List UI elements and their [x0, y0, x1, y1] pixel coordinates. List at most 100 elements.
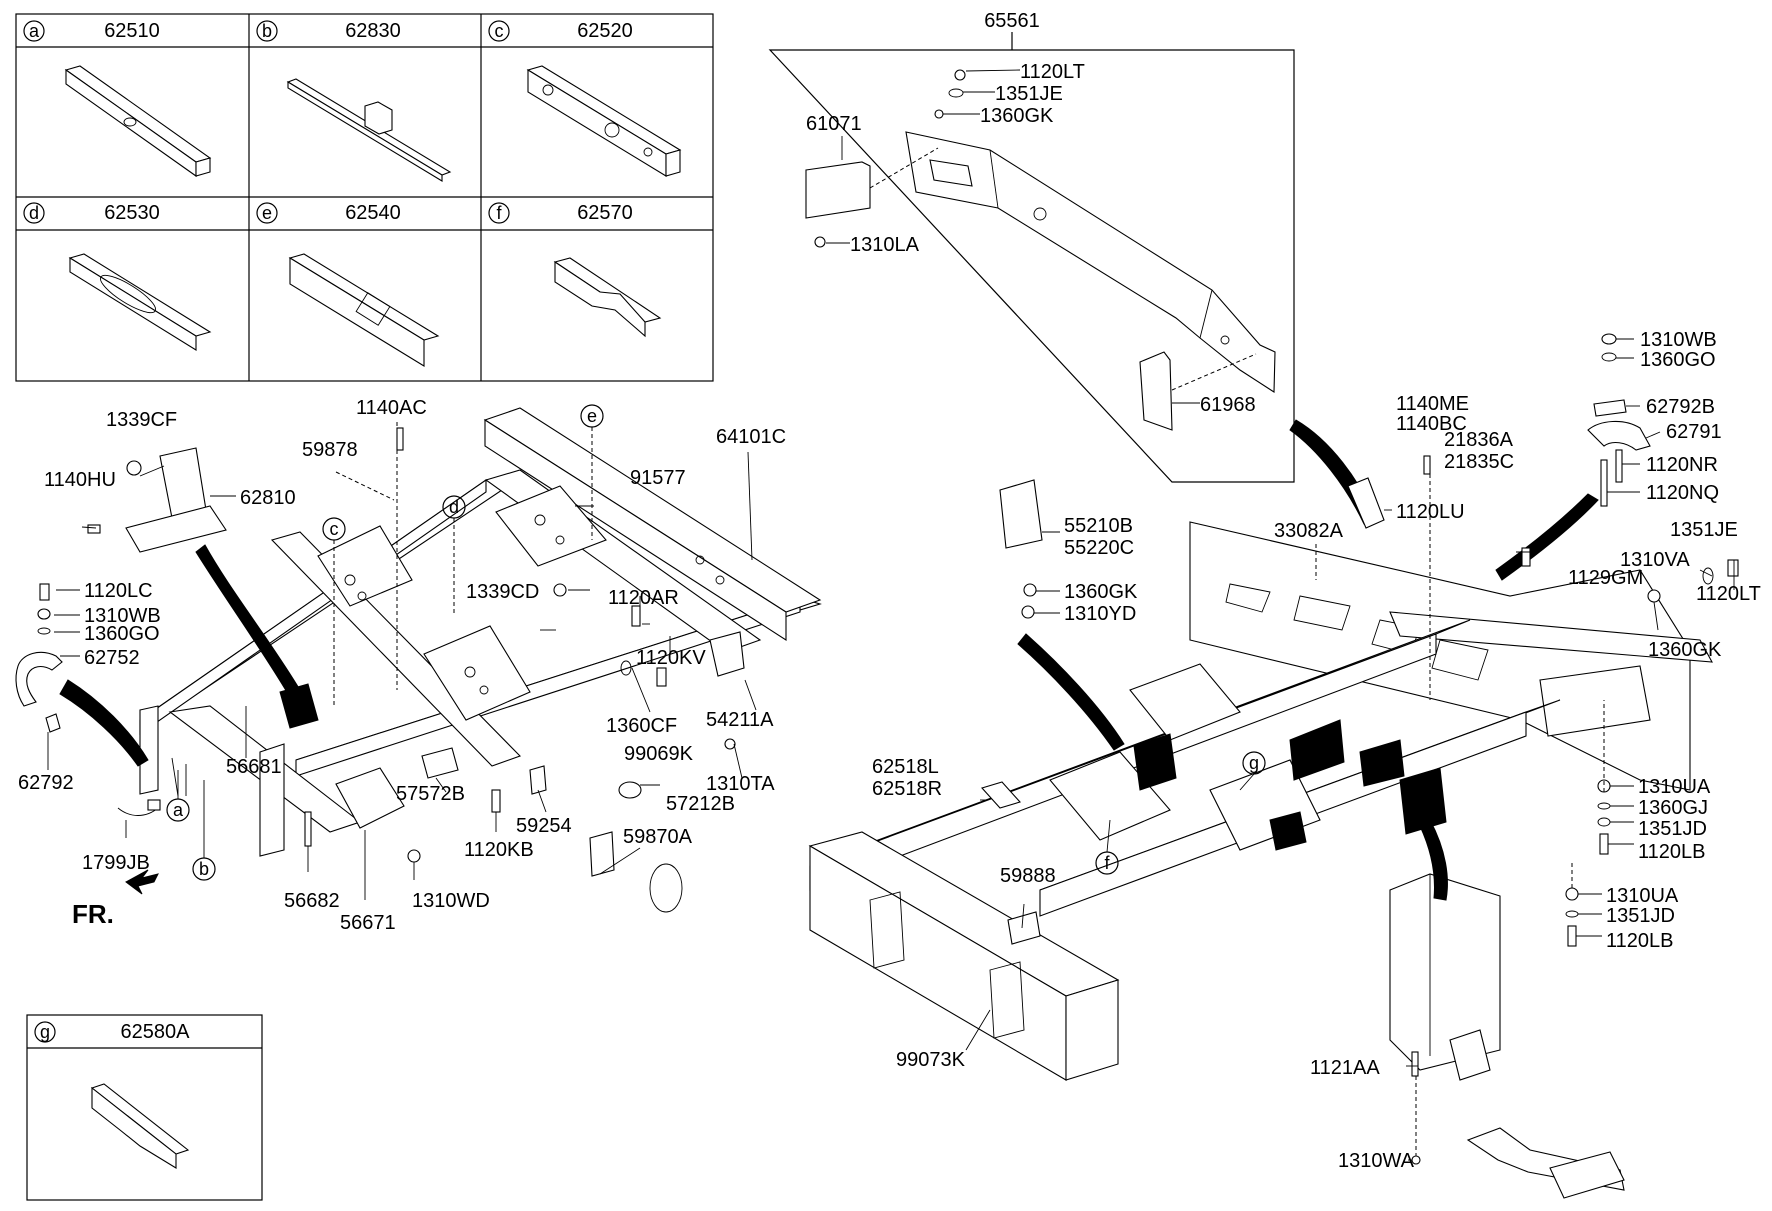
detail-panel-d[interactable]: d 62530 — [23, 202, 212, 351]
part-label: 1120LU — [1396, 501, 1465, 523]
part-label: 1310UA — [1606, 885, 1679, 907]
part-label: 1120NQ — [1646, 482, 1719, 504]
part-label: 59888 — [1000, 865, 1056, 887]
part-label: 55220C — [1064, 537, 1134, 559]
inset-65561[interactable]: 65561 1120LT 1351JE — [768, 10, 1295, 483]
part-62520-drawing — [526, 65, 682, 177]
part-label: 1120LB — [1638, 841, 1705, 863]
part-label: 1120LC — [84, 580, 153, 602]
part-label: 62792 — [18, 772, 74, 794]
part-label: 99073K — [896, 1049, 966, 1071]
part-label: 1120LT — [1020, 61, 1085, 83]
panel-part-number: 62540 — [345, 202, 401, 224]
part-label: 59254 — [516, 815, 572, 837]
detail-panel-grid — [15, 13, 714, 382]
part-label: 21835C — [1444, 451, 1514, 473]
part-label: 1310WA — [1338, 1150, 1415, 1172]
detail-panel-a[interactable]: a 62510 — [23, 20, 212, 178]
part-62570-drawing — [553, 257, 662, 338]
part-label: 1360GK — [1064, 581, 1138, 603]
part-label: 62810 — [240, 487, 296, 509]
part-label: 1360GJ — [1638, 797, 1708, 819]
front-label: FR. — [72, 899, 114, 929]
crossmember-65561-drawing — [805, 131, 1276, 431]
inset-title: 65561 — [984, 10, 1040, 32]
front-direction: FR. — [72, 869, 159, 929]
panel-letter: g — [40, 1022, 50, 1042]
front-frame-assembly[interactable] — [59, 407, 822, 857]
part-label: 61071 — [806, 113, 862, 135]
panel-part-number: 62830 — [345, 20, 401, 42]
ref-markers-right: f g — [1095, 751, 1266, 875]
part-label: 1351JD — [1638, 818, 1707, 840]
panel-letter: f — [496, 203, 502, 223]
part-label: 62791 — [1666, 421, 1722, 443]
part-label: 1351JD — [1606, 905, 1675, 927]
detail-panel-b[interactable]: b 62830 — [256, 20, 452, 182]
left-hardware — [15, 427, 745, 913]
panel-letter: c — [495, 21, 504, 41]
part-label: 1310UA — [1638, 776, 1711, 798]
part-label: 91577 — [630, 467, 686, 489]
leader-lines-right — [965, 338, 1735, 1161]
panel-part-number: 62530 — [104, 202, 160, 224]
part-label: 56682 — [284, 890, 340, 912]
part-label: 1120LB — [1606, 930, 1673, 952]
detail-panel-e[interactable]: e 62540 — [256, 202, 440, 367]
detail-panel-f[interactable]: f 62570 — [488, 202, 662, 338]
part-62830-drawing — [286, 78, 452, 182]
part-labels-right: 1310WB 1360GO 62792B 62791 1120NR 1120NQ… — [872, 329, 1761, 1172]
part-label: 33082A — [1274, 520, 1344, 542]
rear-frame-assembly[interactable] — [808, 419, 1713, 1199]
part-label: 1140ME — [1396, 393, 1469, 415]
part-label: 62518R — [872, 778, 942, 800]
part-label: 1310VA — [1620, 549, 1690, 571]
part-label: 1351JE — [995, 83, 1063, 105]
part-label: 1310YD — [1064, 603, 1136, 625]
part-62540-drawing — [288, 253, 440, 367]
part-label: 1129GM — [1568, 567, 1643, 589]
leader-lines-left — [47, 422, 757, 900]
part-label: 1120AR — [608, 587, 679, 609]
ref-marker-a: a — [173, 800, 184, 820]
detail-panel-g[interactable]: g 62580A — [26, 1014, 263, 1201]
part-label: 1310WB — [84, 605, 161, 627]
part-label: 59878 — [302, 439, 358, 461]
ref-marker-e: e — [587, 406, 597, 426]
right-hardware — [999, 333, 1739, 1165]
part-label: 59870A — [623, 826, 693, 848]
part-label: 57572B — [396, 783, 465, 805]
part-62580A-drawing — [90, 1083, 190, 1169]
ref-marker-f: f — [1104, 853, 1110, 873]
panel-part-number: 62510 — [104, 20, 160, 42]
part-label: 1360GO — [84, 623, 160, 645]
part-62530-drawing — [68, 253, 212, 351]
part-label: 1140BC — [1396, 413, 1467, 435]
part-label: 56671 — [340, 912, 396, 934]
part-label: 54211A — [706, 709, 774, 731]
part-label: 1140AC — [356, 397, 427, 419]
part-label: 1310WD — [412, 890, 490, 912]
part-label: 62518L — [872, 756, 939, 778]
part-label: 1120LT — [1696, 583, 1761, 605]
ref-marker-b: b — [199, 859, 209, 879]
ref-marker-g: g — [1249, 753, 1259, 773]
part-label: 56681 — [226, 756, 282, 778]
part-label: 99069K — [624, 743, 694, 765]
part-label: 62792B — [1646, 396, 1715, 418]
detail-panel-c[interactable]: c 62520 — [488, 20, 682, 177]
part-label: 1120KB — [464, 839, 534, 861]
part-62510-drawing — [64, 65, 212, 178]
part-label: 1351JE — [1670, 519, 1738, 541]
part-label: 1121AA — [1310, 1057, 1380, 1079]
part-label: 64101C — [716, 426, 786, 448]
part-label: 1360GK — [1648, 639, 1722, 661]
part-label: 1339CF — [106, 409, 177, 431]
part-label: 21836A — [1444, 429, 1514, 451]
part-label: 1799JB — [82, 852, 150, 874]
panel-letter: a — [29, 21, 40, 41]
part-label: 1360CF — [606, 715, 677, 737]
panel-letter: d — [29, 203, 39, 223]
part-labels-left: 1140AC 1339CF 1140HU 62810 59878 91577 6… — [18, 397, 786, 934]
ref-markers-left: a b c d e — [166, 404, 604, 881]
